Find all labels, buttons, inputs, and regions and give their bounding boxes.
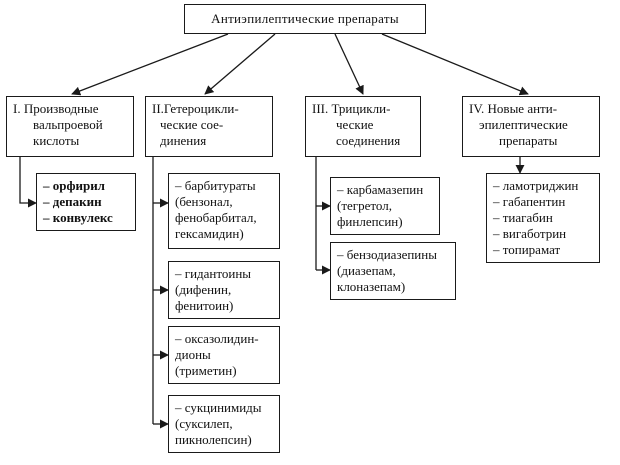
hydantoins-box: – гидантоины (дифенин, фенитоин) <box>168 261 280 319</box>
category-line: соединения <box>336 133 401 148</box>
drug-example: дионы <box>175 347 211 362</box>
drug-item: – депакин <box>43 194 102 209</box>
drug-example: (триметин) <box>175 363 237 378</box>
drug-example: (суксилеп, <box>175 416 233 431</box>
drug-example: пикнолепсин) <box>175 432 252 447</box>
root-title: Антиэпилептические препараты <box>211 11 399 26</box>
category-line: I. Производные <box>13 101 99 116</box>
category-line: кислоты <box>33 133 80 148</box>
category-line: IV. Новые анти- <box>469 101 558 116</box>
drug-example: (тегретол, <box>337 198 392 213</box>
drug-example: финлепсин) <box>337 214 403 229</box>
arrow-root-to-cat1 <box>71 33 229 96</box>
category-line: ческие сое- <box>160 117 224 132</box>
category-box-new-drugs: IV. Новые анти- эпилептические препараты <box>462 96 600 157</box>
succinimides-box: – сукцинимиды (суксилеп, пикнолепсин) <box>168 395 280 453</box>
barbiturates-box: – барбитураты (бензонал, фенобарбитал, г… <box>168 173 280 249</box>
drug-class: – сукцинимиды <box>175 400 262 415</box>
drug-class: – бензодиазепины <box>337 247 437 262</box>
benzodiazepines-box: – бензодиазепины (диазепам, клоназепам) <box>330 242 456 300</box>
drug-example: (бензонал, <box>175 194 233 209</box>
new-drugs-items-box: – ламотриджин – габапентин – тиагабин – … <box>486 173 600 263</box>
drug-class: – оксазолидин- <box>175 331 259 346</box>
drug-class: – гидантоины <box>175 266 252 281</box>
drug-example: (диазепам, <box>337 263 396 278</box>
category-line: вальпроевой <box>33 117 103 132</box>
drug-item: – конвулекс <box>43 210 113 225</box>
drug-example: фенитоин) <box>175 298 234 313</box>
drug-example: фенобарбитал, <box>175 210 257 225</box>
drug-item: – ламотриджин <box>493 178 579 193</box>
category-line: динения <box>160 133 207 148</box>
category-line: эпилептические <box>479 117 568 132</box>
arrow-cat1-to-items <box>19 157 37 208</box>
carbamazepine-box: – карбамазепин (тегретол, финлепсин) <box>330 177 440 235</box>
drug-item: – габапентин <box>493 194 566 209</box>
oxazolidinediones-box: – оксазолидин- дионы (триметин) <box>168 326 280 384</box>
drug-example: (дифенин, <box>175 282 232 297</box>
drug-item: – топирамат <box>493 242 561 257</box>
drug-item: – тиагабин <box>493 210 553 225</box>
category-box-valproate: I. Производные вальпроевой кислоты <box>6 96 134 157</box>
drug-item: – орфирил <box>43 178 105 193</box>
drug-item: – вигаботрин <box>493 226 567 241</box>
category-line: II.Гетероцикли- <box>152 101 239 116</box>
root-box: Антиэпилептические препараты <box>184 4 426 34</box>
arrow-root-to-cat2 <box>204 33 276 95</box>
drug-example: клоназепам) <box>337 279 406 294</box>
drug-class: – барбитураты <box>175 178 256 193</box>
drug-example: гексамидин) <box>175 226 244 241</box>
category-box-heterocyclic: II.Гетероцикли- ческие сое- динения <box>145 96 273 157</box>
valproate-items-box: – орфирил – депакин – конвулекс <box>36 173 136 231</box>
category-line: III. Трицикли- <box>312 101 391 116</box>
arrow-root-to-cat4 <box>381 33 529 96</box>
arrow-root-to-cat3 <box>334 33 364 95</box>
category-line: ческие <box>336 117 374 132</box>
drug-class: – карбамазепин <box>337 182 424 197</box>
category-line: препараты <box>499 133 558 148</box>
category-box-tricyclic: III. Трицикли- ческие соединения <box>305 96 421 157</box>
